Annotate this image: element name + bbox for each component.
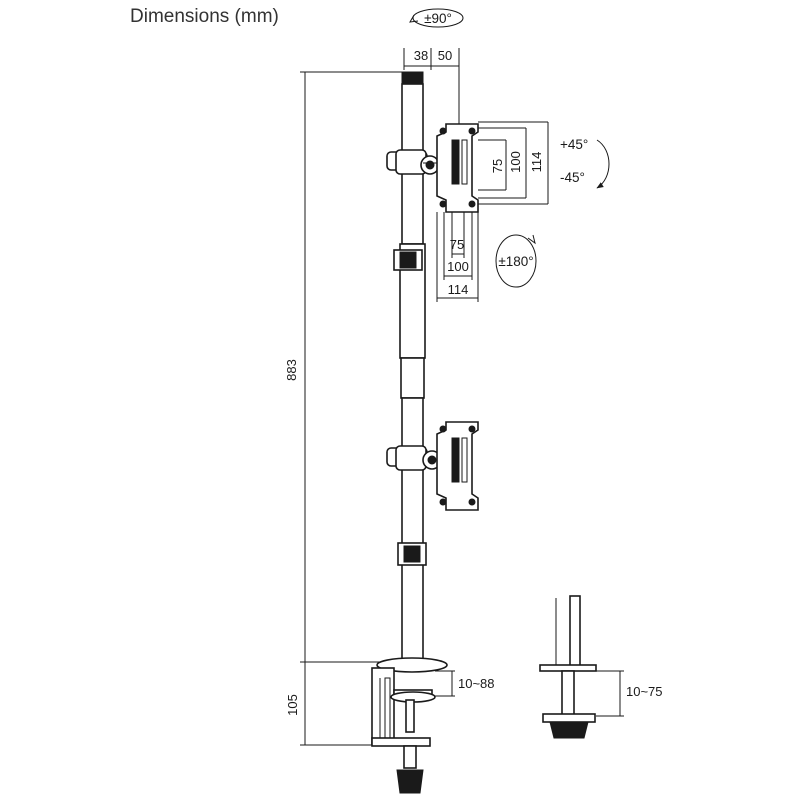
lower-vesa-plate (436, 421, 479, 511)
rotate-arrow-icon (495, 234, 537, 288)
clamp-height-dimension: 105 (285, 694, 372, 746)
total-height-label: 883 (284, 359, 299, 381)
pole-cap (401, 71, 424, 85)
grommet-range-label: 10~75 (626, 684, 663, 699)
rotate-label: ±180° (498, 254, 533, 269)
tilt-up-label: +45° (560, 137, 588, 152)
vesa-horizontal-dimensions: 75 100 114 (436, 212, 479, 302)
tilt-down-label: -45° (560, 170, 585, 185)
cable-clip-upper (393, 249, 423, 271)
grommet-knob (549, 721, 589, 739)
vesa-vertical-dimensions: 75 100 114 (478, 121, 549, 205)
clamp-range-dimension: 10~88 (435, 670, 495, 697)
plate-w-114-label: 114 (448, 282, 469, 297)
clamp-range-label: 10~88 (458, 676, 495, 691)
grommet-mount (539, 595, 597, 739)
pole-joint (400, 357, 425, 399)
swivel-arrow-icon (412, 8, 464, 28)
cable-clip-lower (397, 542, 427, 566)
rotate-arrowhead-icon (527, 234, 536, 245)
lower-arm-bracket (386, 445, 442, 471)
upper-arm-bracket (386, 149, 440, 175)
swivel-arrowhead-icon (409, 14, 419, 23)
tilt-indicator: +45° -45° (560, 137, 610, 189)
vesa-w-75-label: 75 (450, 237, 464, 252)
vesa-h-100-label: 100 (508, 151, 523, 173)
clamp-height-label: 105 (285, 694, 300, 716)
offset-50-label: 50 (438, 48, 452, 63)
clamp-screw (403, 745, 417, 769)
vesa-w-100-label: 100 (447, 259, 469, 274)
rotate-indicator: ±180° (495, 234, 537, 288)
desk-clamp (371, 657, 448, 794)
total-height-dimension: 883 (284, 71, 408, 745)
swivel-label: ±90° (424, 11, 452, 26)
upper-vesa-plate (436, 123, 479, 213)
top-offset-dimension: 38 50 (403, 48, 460, 125)
offset-38-label: 38 (414, 48, 428, 63)
swivel-indicator: ±90° (409, 8, 464, 28)
plate-h-114-label: 114 (529, 152, 544, 173)
grommet-range-dimension: 10~75 (596, 670, 663, 717)
vesa-h-75-label: 75 (490, 159, 505, 173)
clamp-knob (396, 769, 424, 794)
tilt-arrow-icon (596, 139, 610, 189)
diagram-title: Dimensions (mm) (130, 6, 279, 27)
